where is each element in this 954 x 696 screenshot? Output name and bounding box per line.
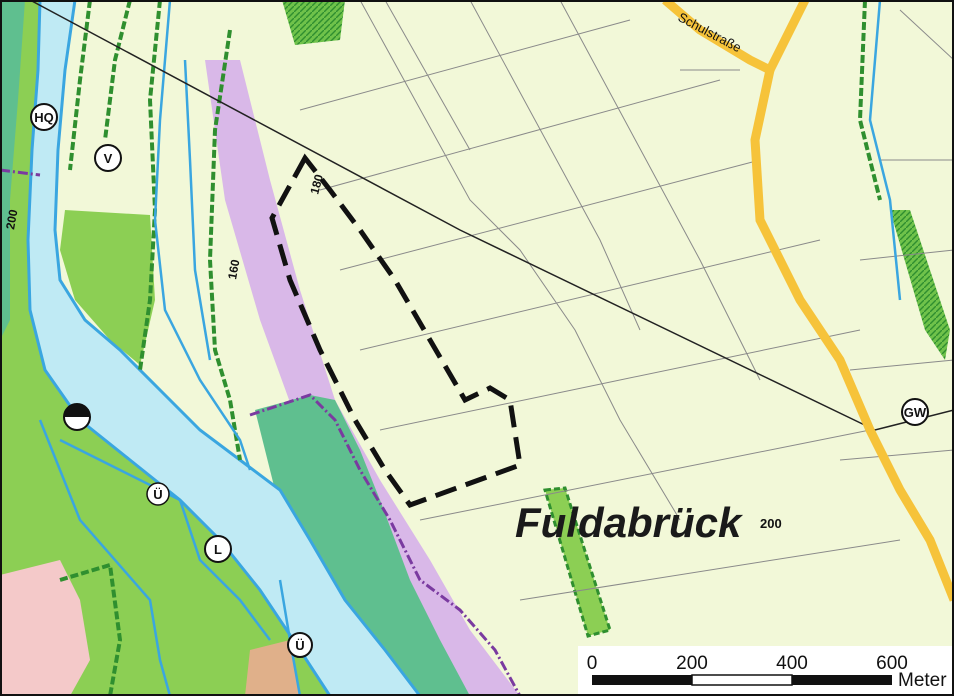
half-circle-icon bbox=[63, 403, 91, 431]
hatched-block-top bbox=[282, 0, 345, 45]
svg-text:V: V bbox=[104, 151, 113, 166]
symbol-hq: HQ bbox=[30, 103, 58, 131]
svg-text:Ü: Ü bbox=[153, 487, 162, 502]
symbol-v: V bbox=[94, 144, 122, 172]
scale-unit: Meter bbox=[898, 670, 947, 691]
scale-bar-panel bbox=[578, 646, 954, 696]
symbol-u-lower: Ü bbox=[287, 632, 313, 658]
admin-boundary bbox=[249, 393, 522, 696]
settlement-area bbox=[0, 560, 90, 696]
contour-label-180: 180 bbox=[307, 172, 326, 195]
contour-label-160: 160 bbox=[225, 258, 242, 280]
river-fulda bbox=[26, 0, 422, 696]
place-name-fuldabrueck: Fuldabrück bbox=[515, 499, 744, 546]
scale-tick-400: 400 bbox=[776, 653, 808, 674]
planning-area-boundary bbox=[269, 153, 523, 508]
grassland-zone-left bbox=[0, 0, 25, 340]
road-schulstrasse bbox=[662, 0, 810, 77]
scale-bar: 0 200 400 600 Meter bbox=[587, 653, 948, 691]
road-main bbox=[750, 69, 954, 602]
streams bbox=[38, 0, 902, 696]
settlement-area-small bbox=[245, 640, 300, 696]
scale-tick-200: 200 bbox=[676, 653, 708, 674]
svg-text:HQ: HQ bbox=[34, 110, 54, 125]
symbol-l: L bbox=[204, 535, 232, 563]
contour-label-200-right: 200 bbox=[760, 516, 782, 531]
purple-zone bbox=[205, 60, 520, 696]
symbol-gw: GW bbox=[901, 398, 929, 426]
grassland-zone bbox=[255, 395, 470, 696]
svg-text:Ü: Ü bbox=[295, 638, 304, 653]
hedge-strip bbox=[543, 486, 612, 638]
hatched-strip-right bbox=[890, 210, 950, 360]
symbol-u-upper: Ü bbox=[146, 482, 170, 506]
scale-tick-0: 0 bbox=[587, 653, 598, 674]
scale-tick-600: 600 bbox=[876, 653, 908, 674]
contour-label-200-left: 200 bbox=[3, 208, 20, 230]
svg-text:L: L bbox=[214, 542, 222, 557]
svg-text:GW: GW bbox=[904, 405, 927, 420]
forest-block bbox=[60, 210, 155, 365]
admin-boundary-left bbox=[0, 168, 41, 177]
parcel-lines bbox=[299, 0, 954, 601]
